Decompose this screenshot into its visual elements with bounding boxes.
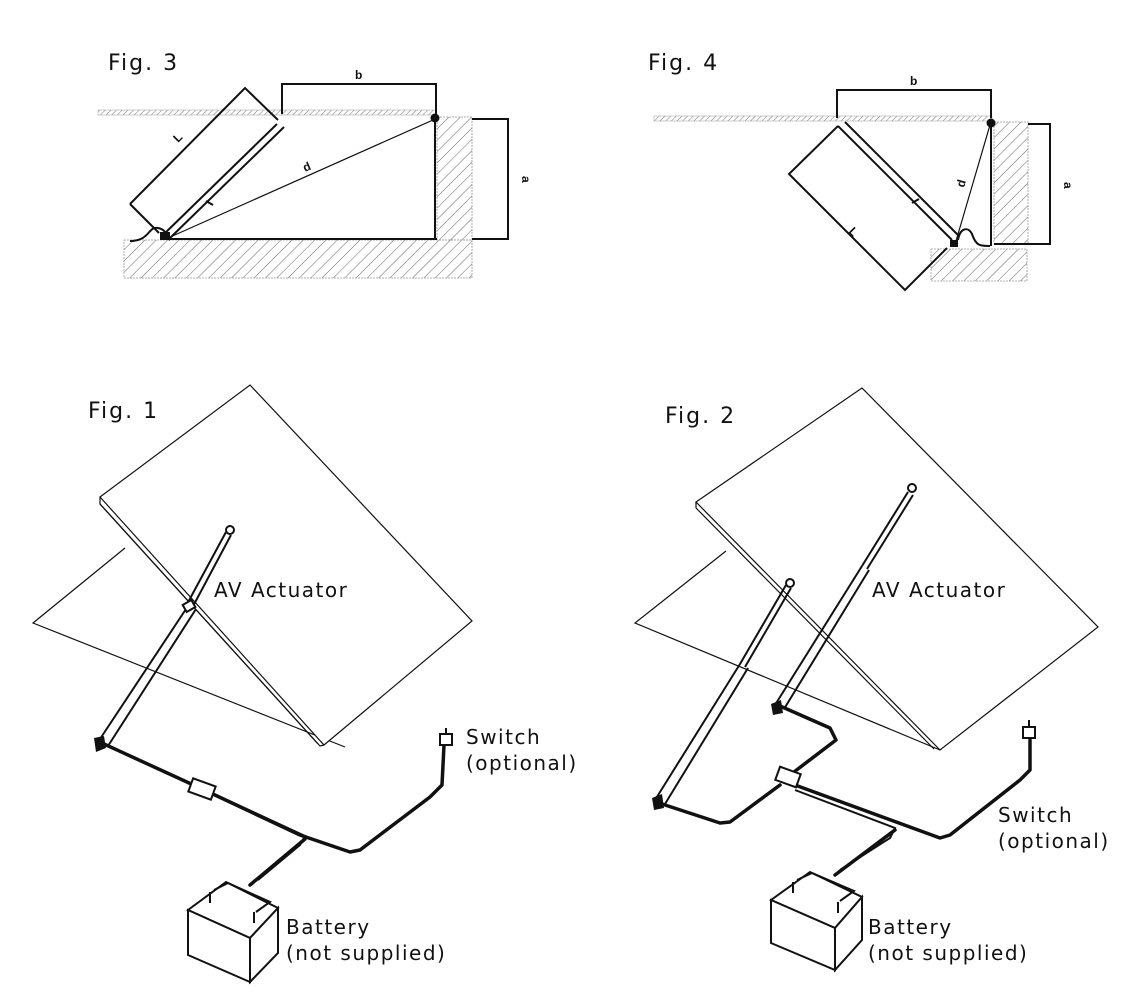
base-panel [633,550,941,751]
fig1-switch-label-1: Switch [466,725,541,749]
dimension-d-line [955,124,991,242]
figure-3: Fig. 3 d L b a [97,51,533,279]
connector-box [187,777,217,801]
dimension-b-bracket [281,83,437,114]
av-actuator-left [652,578,795,810]
lid-panel [99,384,473,746]
fig2-switch-label-2: (optional) [998,829,1110,853]
base-panel [31,547,346,748]
dimension-L-bracket [787,125,948,292]
av-actuator [94,525,235,752]
fig1-label: Fig. 1 [88,399,159,424]
battery-icon [768,870,864,973]
dimension-b-bracket [836,89,992,118]
switch-cable [102,742,446,854]
dimension-L-bracket [129,86,279,205]
fig2-switch-label-1: Switch [998,803,1073,827]
fig1-battery-label-2: (not supplied) [286,941,446,965]
switch-cable [793,738,1032,840]
actuator [837,121,991,247]
dimension-a-label: a [519,176,533,183]
lid-surface [97,109,437,116]
fig2-battery-label-2: (not supplied) [868,941,1028,965]
switch-icon [439,728,453,746]
switch-icon [1022,720,1036,739]
fig2-battery-label-1: Battery [868,915,953,939]
battery-icon [186,880,280,985]
dimension-a-bracket [472,118,509,240]
cable-actuator-left [660,783,782,825]
figure-1: Fig. 1 AV Actuator Switch (optional) [31,384,578,985]
fig3-label: Fig. 3 [108,51,179,76]
dimension-d-label: d [301,159,313,175]
fig2-label: Fig. 2 [665,404,736,429]
actuator [129,123,285,242]
figure-2: Fig. 2 AV Actuator [633,387,1110,973]
av-actuator-right [771,483,917,715]
fig1-battery-label-1: Battery [286,915,371,939]
dimension-a-bracket [994,123,1051,245]
battery-cable [209,791,307,881]
base-block [930,248,1028,282]
hinge-point [986,118,996,128]
dimension-b-label: b [355,68,362,82]
figure-4: Fig. 4 d L b a [648,51,1075,292]
fig1-actuator-label: AV Actuator [214,578,348,602]
base-block [123,239,473,279]
dimension-a-label: a [1061,182,1075,189]
wall-block [436,116,473,241]
lid-panel [695,387,1099,751]
dimension-d-label: d [953,178,968,189]
wall-block [993,121,1029,245]
fig2-actuator-label: AV Actuator [872,578,1006,602]
dimension-d-line [167,119,434,239]
lid-surface [653,115,993,122]
fig4-label: Fig. 4 [648,51,719,76]
dimension-L-label: L [170,130,185,145]
dimension-b-label: b [910,74,917,88]
fig1-switch-label-2: (optional) [466,751,578,775]
connector-box [773,765,803,789]
